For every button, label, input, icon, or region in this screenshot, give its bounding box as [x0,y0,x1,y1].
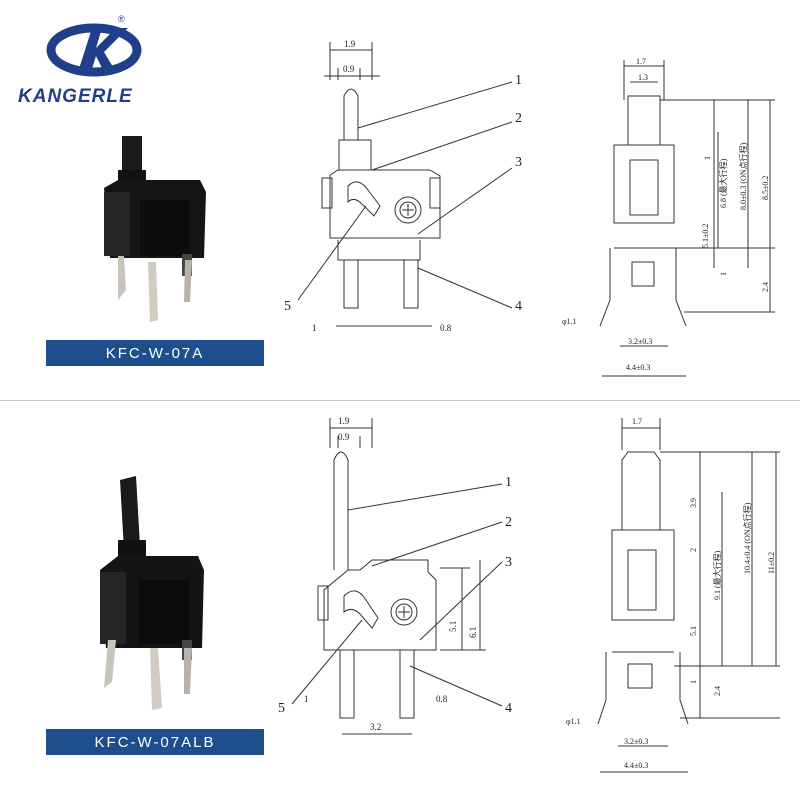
dimension-label: 9.1 (最大行程) [712,550,722,600]
dimension-label: 4 [505,701,512,716]
dimension-label: 1 [689,680,698,684]
dimension-label: 8.0±0.3 (ON点行程) [738,142,748,210]
dimension-label: 3.9 [689,498,698,508]
dimension-label: 2 [505,515,512,530]
dimension-label: 3.2±0.3 [624,737,648,746]
dimension-label: 11±0.2 [767,552,776,574]
dim-0-9: 0.9 [343,64,355,74]
dimension-label: 5 [278,701,285,716]
callout-1: 1 [515,73,522,88]
dimension-label: 5.1 [689,626,698,636]
dimension-label: 1 [505,475,512,490]
dimension-label: 6.1 [468,627,478,638]
kangerle-logo-icon [46,23,142,77]
dimension-label: 1 [304,694,309,704]
dimension-label: 3.2±0.3 [628,337,652,346]
model-label-2: KFC-W-07ALB [46,729,264,755]
dimension-label: 10.4±0.4 (ON点行程) [742,502,752,574]
callout-4: 4 [515,299,522,314]
dimension-label: 1 [703,156,712,160]
dimension-label: 5.1 [448,621,458,632]
brand-name: KANGERLE [18,86,133,107]
dimension-label: 2.4 [761,282,770,292]
dimension-label: 4.4±0.3 [626,363,650,372]
dimension-label: 0.8 [436,694,448,704]
section-divider [0,400,800,401]
callout-3: 3 [515,155,522,170]
dimension-label: 8.5±0.2 [761,176,770,200]
dim-1-9: 1.9 [344,39,356,49]
dimension-label: 1.9 [338,416,350,426]
dimension-label: 0.9 [338,432,350,442]
dimension-label: 4.4±0.3 [624,761,648,770]
dimension-label: 2 [689,548,698,552]
dimension-label: φ1.1 [566,717,581,726]
callout-5: 5 [284,299,291,314]
dimension-label: φ1.1 [562,317,577,326]
dim-1: 1 [312,323,317,333]
dimension-label: 6.8 (最大行程) [718,158,728,208]
dim-0-8: 0.8 [440,323,452,333]
dimension-label: 1.7 [632,417,642,426]
dimension-label: 3.2 [370,722,381,732]
dimension-label: 1 [719,272,728,276]
dimension-label: 5.1±0.2 [701,224,710,248]
callout-2: 2 [515,111,522,126]
dimension-label: 3 [505,555,512,570]
dimension-label: 1.3 [638,73,648,82]
model-label-1: KFC-W-07A [46,340,264,366]
registered-mark: ® [118,14,125,24]
dimension-label: 1.7 [636,57,646,66]
dimension-label: 2.4 [713,686,722,696]
